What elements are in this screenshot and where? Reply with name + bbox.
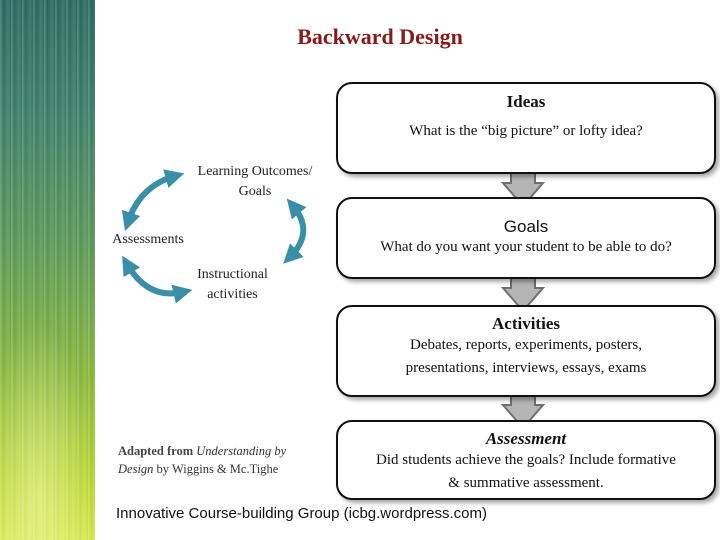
cycle-label-outcomes-line1: Learning Outcomes/ [197,164,313,179]
cycle-arrow-instructional-to-assessments [122,255,193,304]
stage-box-activities: Activities Debates, reports, experiments… [336,305,716,397]
source-credit: Adapted from Understanding by Design by … [118,442,328,478]
credit-work-title-line2: Design [118,462,154,477]
stage-body-ideas: What is the “big picture” or lofty idea? [409,123,643,139]
cycle-label-instructional-line1: Instructional [197,267,268,282]
cycle-label-assessments: Assessments [112,232,184,247]
cycle-label-learning-outcomes: Learning Outcomes/ Goals [185,162,325,201]
stage-body-activities-line1: Debates, reports, experiments, posters, [409,337,643,353]
credit-lead: Adapted from [118,444,194,458]
cycle-arrow-outcomes-to-instructional [283,198,307,264]
cycle-label-instructional-activities: Instructional activities [180,265,285,304]
stage-body-activities-line2: presentations, interviews, essays, exams [405,359,647,376]
stage-body-assessment-line2: & summative assessment. [448,474,604,491]
stage-heading-assessment: Assessment [485,429,567,448]
stage-heading-ideas: Ideas [506,92,546,111]
stage-heading-activities: Activities [492,314,560,333]
stage-body-assessment-line1: Did students achieve the goals? Include … [376,452,676,468]
cycle-label-outcomes-line2: Goals [238,183,272,199]
decorative-side-strip [0,0,95,540]
stage-body-goals: What do you want your student to be able… [380,239,672,255]
stage-box-goals: Goals What do you want your student to b… [336,197,716,279]
credit-authors: by Wiggins & Mc.Tighe [156,462,279,477]
stage-box-ideas: Ideas What is the “big picture” or lofty… [336,82,716,174]
footer-group-credit: Innovative Course-building Group (icbg.w… [116,505,488,522]
cycle-arrow-assessments-to-outcomes [121,169,185,232]
credit-work-title-line1: Understanding by [196,444,287,458]
stage-heading-goals: Goals [503,217,549,236]
stage-box-assessment: Assessment Did students achieve the goal… [336,420,716,500]
page-title: Backward Design [297,24,463,49]
cycle-label-instructional-line2: activities [207,286,258,302]
